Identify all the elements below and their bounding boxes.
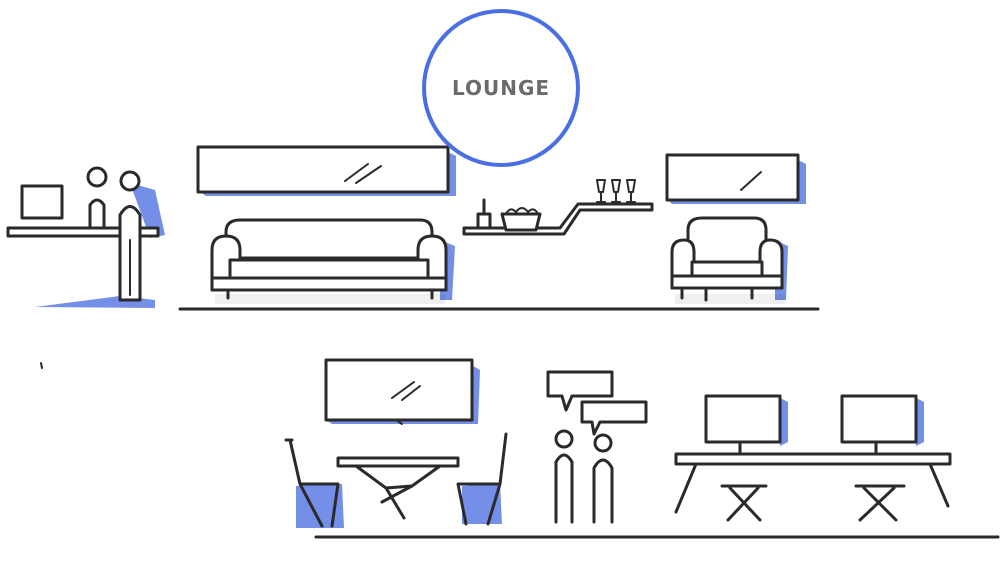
workstation-illustration <box>674 394 952 522</box>
sofa-illustration <box>210 218 455 304</box>
shelf-illustration <box>462 179 654 236</box>
speech-bubbles-illustration <box>546 370 648 436</box>
lounge-label: LOUNGE <box>451 76 551 100</box>
stray-mark <box>40 362 43 369</box>
lounge-badge: LOUNGE <box>422 9 580 167</box>
reception-desk-illustration <box>6 166 165 308</box>
people-illustration <box>554 429 614 524</box>
armchair-illustration <box>670 216 788 304</box>
wall-screen-dining <box>324 358 480 425</box>
wall-screen-left <box>196 145 456 196</box>
dining-table-illustration <box>284 432 508 528</box>
wall-screen-right <box>665 153 806 204</box>
